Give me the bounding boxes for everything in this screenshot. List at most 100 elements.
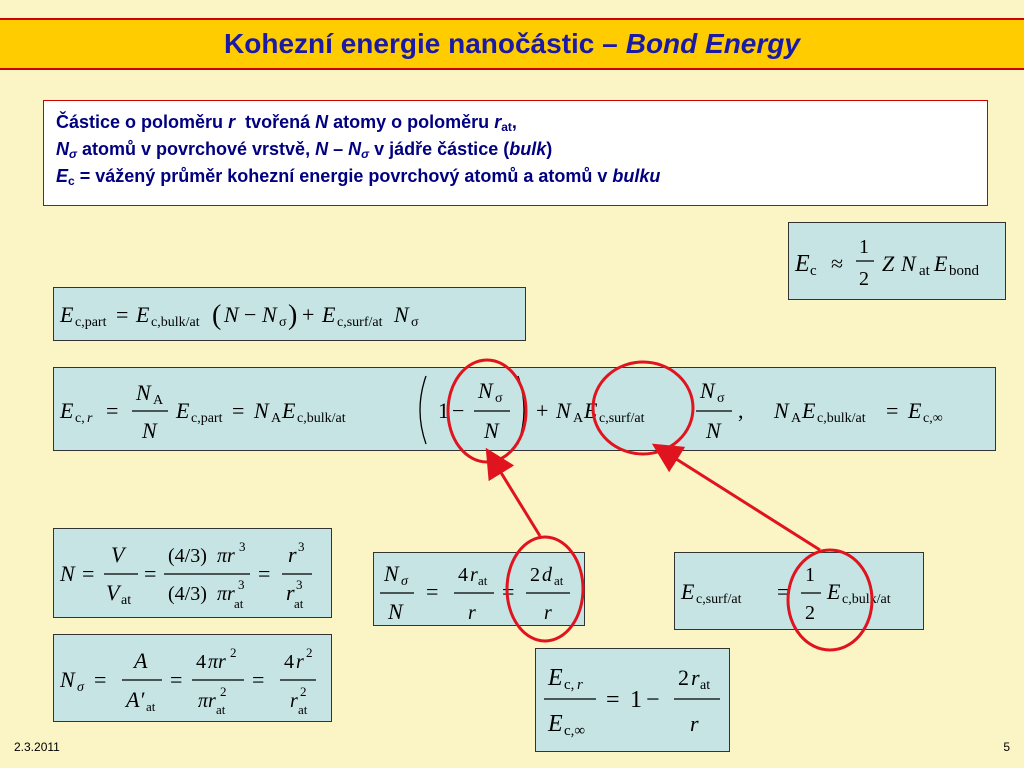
annotation-arrow-1 <box>485 447 542 537</box>
svg-text:at: at <box>554 573 564 588</box>
svg-text:+: + <box>302 302 314 327</box>
svg-text:c,: c, <box>564 677 574 693</box>
svg-text:c,∞: c,∞ <box>923 411 943 426</box>
svg-text:1: 1 <box>630 687 642 713</box>
svg-text:E: E <box>321 302 336 327</box>
svg-text:N: N <box>261 302 278 327</box>
svg-text:1: 1 <box>805 564 815 586</box>
title-main: Kohezní energie nanočástic – <box>224 28 618 59</box>
svg-text:): ) <box>288 300 297 331</box>
svg-text:N: N <box>141 418 158 443</box>
svg-text:N: N <box>773 398 790 423</box>
text-segment: E <box>56 166 69 186</box>
svg-text:c,: c, <box>75 411 85 426</box>
svg-text:4: 4 <box>284 651 294 673</box>
text-segment: σ <box>69 147 77 161</box>
text-segment: tvořená <box>245 112 311 132</box>
svg-text:c,part: c,part <box>75 315 107 330</box>
svg-text:=: = <box>170 667 182 692</box>
svg-text:d: d <box>542 564 553 586</box>
svg-text:E: E <box>583 398 598 423</box>
svg-text:N: N <box>253 398 270 423</box>
text-segment: N <box>56 139 69 159</box>
annotation-arrow-2 <box>651 443 821 552</box>
svg-text:N: N <box>699 378 716 403</box>
text-segment: atomů v povrchové vrstvě, <box>81 139 311 159</box>
svg-text:c,bulk/at: c,bulk/at <box>151 315 200 330</box>
svg-text:at: at <box>478 573 488 588</box>
text-segment: , <box>511 112 517 132</box>
svg-text:A: A <box>153 393 164 408</box>
svg-text:E: E <box>281 398 296 423</box>
equation-energy-per-atom: E c, r = N A N E c,part = N A E c,bulk/a… <box>53 367 996 451</box>
text-segment: atomy o poloměru <box>333 112 490 132</box>
svg-text:E: E <box>175 398 190 423</box>
svg-text:c,part: c,part <box>191 411 223 426</box>
equation-surface-energy: E c,surf/at = 1 2 E c,bulk/at <box>674 552 924 630</box>
svg-text:−: − <box>452 398 464 423</box>
equation-surface-atoms: N σ = A A′ at = 4 πr 2 πr 2 at = 4 r 2 r… <box>53 634 332 722</box>
svg-text:2: 2 <box>300 684 307 699</box>
svg-text:3: 3 <box>296 577 303 592</box>
definition-line-1: Částice o poloměru r tvořená N atomy o p… <box>56 109 975 136</box>
svg-text:c,surf/at: c,surf/at <box>696 592 742 607</box>
svg-text:2: 2 <box>230 645 237 660</box>
svg-text:=: = <box>252 667 264 692</box>
text-segment: c <box>68 174 75 188</box>
equation-image: E c, r = N A N E c,part = N A E c,bulk/a… <box>59 375 943 445</box>
svg-text:≈: ≈ <box>831 251 843 276</box>
equation-image: N = V V at = (4/3) πr 3 (4/3) πr 3 at = … <box>59 539 312 611</box>
svg-text:r: r <box>288 542 297 567</box>
svg-text:N: N <box>393 302 410 327</box>
svg-text:r: r <box>290 690 298 712</box>
svg-text:at: at <box>234 596 244 611</box>
svg-text:r: r <box>470 564 478 586</box>
svg-text:2: 2 <box>306 645 313 660</box>
svg-text:σ: σ <box>279 315 287 330</box>
equation-surface-fraction: N σ N = 4 r at r = 2 d at r <box>373 552 585 626</box>
svg-text:3: 3 <box>239 539 246 554</box>
svg-text:σ: σ <box>717 391 725 406</box>
svg-text:c,surf/at: c,surf/at <box>337 315 383 330</box>
svg-text:=: = <box>232 398 244 423</box>
footer-date: 2.3.2011 <box>14 740 60 754</box>
svg-text:r: r <box>286 580 295 605</box>
svg-text:E: E <box>547 711 563 737</box>
svg-text:2: 2 <box>859 268 869 290</box>
svg-text:E: E <box>826 579 841 604</box>
equation-image: E c ≈ 1 2 Z N at E bond <box>794 236 980 290</box>
svg-text:at: at <box>919 263 931 279</box>
svg-text:E: E <box>135 302 150 327</box>
text-segment: N <box>315 112 329 132</box>
svg-text:bond: bond <box>949 263 980 279</box>
svg-text:4: 4 <box>458 564 468 586</box>
svg-text:=: = <box>502 579 514 604</box>
svg-text:r: r <box>577 677 583 693</box>
svg-text:=: = <box>426 579 438 604</box>
slide-title: Kohezní energie nanočástic – Bond Energy <box>0 18 1024 70</box>
svg-text:πr: πr <box>208 651 226 673</box>
text-segment: – <box>333 139 344 159</box>
svg-text:=: = <box>144 561 156 586</box>
equation-image: N σ = A A′ at = 4 πr 2 πr 2 at = 4 r 2 r… <box>59 645 316 717</box>
svg-text:σ: σ <box>495 391 503 406</box>
svg-text:r: r <box>296 651 304 673</box>
svg-text:r: r <box>544 602 552 624</box>
svg-text:c,bulk/at: c,bulk/at <box>817 411 866 426</box>
svg-text:2: 2 <box>530 564 540 586</box>
svg-text:c,bulk/at: c,bulk/at <box>297 411 346 426</box>
svg-text:E: E <box>933 251 948 276</box>
svg-text:3: 3 <box>238 577 245 592</box>
svg-text:Z: Z <box>882 251 895 276</box>
svg-text:c,bulk/at: c,bulk/at <box>842 592 891 607</box>
svg-text:r: r <box>87 411 93 426</box>
svg-text:=: = <box>777 579 789 604</box>
text-segment: N <box>315 139 329 159</box>
svg-text:at: at <box>121 593 131 608</box>
svg-text:=: = <box>94 667 106 692</box>
svg-text:−: − <box>646 687 660 713</box>
svg-text:at: at <box>700 678 710 693</box>
svg-text:2: 2 <box>220 684 227 699</box>
svg-text:+: + <box>536 398 548 423</box>
svg-text:σ: σ <box>77 680 85 695</box>
